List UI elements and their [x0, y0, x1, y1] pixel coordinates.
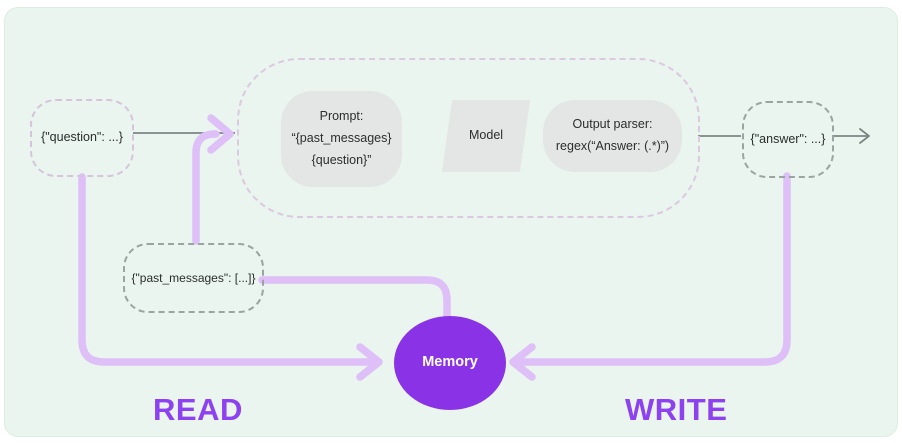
answer-node: {"answer": ...}: [742, 101, 834, 178]
write-label: WRITE: [625, 392, 728, 427]
prompt-node-line: “{past_messages}: [291, 131, 392, 146]
output-parser-line: Output parser:: [572, 117, 653, 132]
write-arrowhead-icon: [509, 343, 536, 381]
read-path: [78, 173, 378, 366]
chain-entry-arrowhead-icon: [207, 114, 234, 154]
past-messages-to-chain-path: [192, 130, 220, 245]
output-parser-line: regex(“Answer: (.*)”): [555, 139, 670, 153]
question-node-label: {"question": ...}: [41, 130, 123, 145]
question-node: {"question": ...}: [30, 99, 134, 177]
answer-node-label: {"answer": ...}: [750, 131, 826, 146]
read-arrowhead-icon: [356, 343, 383, 381]
arrow-right-icon: [859, 128, 870, 144]
write-path: [513, 172, 791, 366]
model-node-label: Model: [468, 128, 504, 143]
past-messages-node: {"past_messages": [...]}: [123, 243, 264, 313]
prompt-node-line: Prompt:: [319, 109, 364, 124]
read-label: READ: [153, 392, 243, 427]
past-messages-to-memory-path: [258, 276, 451, 328]
past-messages-node-label: {"past_messages": [...]}: [131, 270, 256, 285]
model-node: Model: [441, 100, 531, 172]
memory-node: Memory: [394, 316, 506, 410]
prompt-node: Prompt: “{past_messages} {question}”: [281, 91, 402, 187]
chain-container: [237, 58, 700, 218]
prompt-node-line: {question}”: [311, 152, 372, 167]
output-parser-node: Output parser: regex(“Answer: (.*)”): [543, 100, 682, 172]
memory-node-label: Memory: [422, 354, 478, 371]
